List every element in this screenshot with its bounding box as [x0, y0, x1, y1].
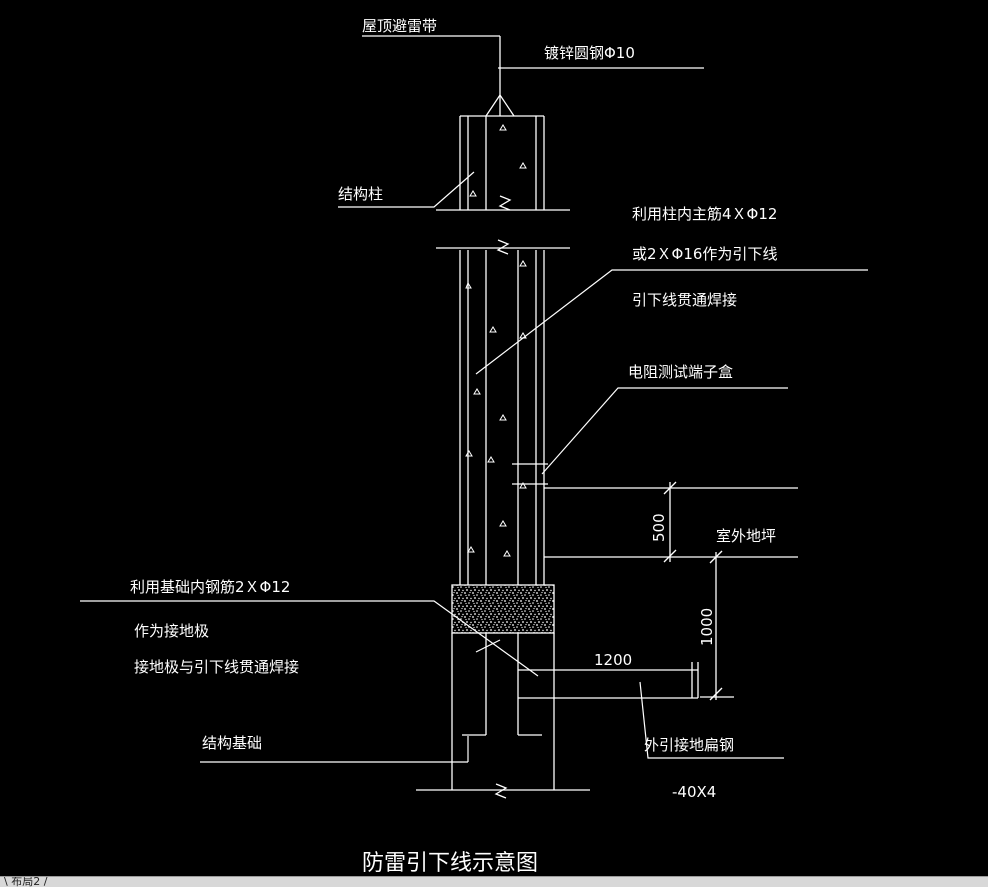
label-column-rebar-3: 引下线贯通焊接	[632, 291, 737, 309]
label-structural-column: 结构柱	[338, 185, 383, 203]
tab-layout2-label: 布局2	[11, 876, 41, 887]
label-foundation-rebar-2: 作为接地极	[134, 622, 209, 640]
annotations: 屋顶避雷带 镀锌圆钢Φ10 结构柱 利用柱内主筋4ＸΦ12 或2ＸΦ16作为引下…	[130, 17, 777, 876]
dim-500: 500	[650, 513, 668, 542]
dim-1200: 1200	[594, 651, 632, 669]
label-structural-foundation: 结构基础	[202, 734, 262, 752]
label-outdoor-ground: 室外地坪	[716, 527, 776, 545]
label-column-rebar-1: 利用柱内主筋4ＸΦ12	[632, 205, 777, 223]
column-structure	[362, 35, 704, 585]
tab-layout2[interactable]: \ 布局2 /	[4, 876, 48, 887]
foundation	[416, 584, 699, 799]
drawing-title: 防雷引下线示意图	[362, 851, 538, 876]
dimensions	[544, 481, 798, 701]
label-column-rebar-2: 或2ＸΦ16作为引下线	[632, 245, 777, 263]
label-flat-steel: 外引接地扁钢	[644, 736, 734, 754]
dim-1000: 1000	[698, 608, 716, 646]
label-flat-steel-size: -40X4	[672, 783, 716, 801]
label-test-box: 电阻测试端子盒	[628, 363, 733, 381]
concrete-triangles	[465, 124, 527, 557]
leader-lines	[80, 171, 868, 763]
label-roof-lightning-belt: 屋顶避雷带	[362, 17, 437, 35]
label-foundation-rebar-3: 接地极与引下线贯通焊接	[134, 658, 299, 676]
label-galvanized-steel: 镀锌圆钢Φ10	[544, 44, 635, 62]
layout-tab-bar: \ 布局2 /	[0, 876, 988, 887]
label-foundation-rebar-1: 利用基础内钢筋2ＸΦ12	[130, 578, 290, 596]
